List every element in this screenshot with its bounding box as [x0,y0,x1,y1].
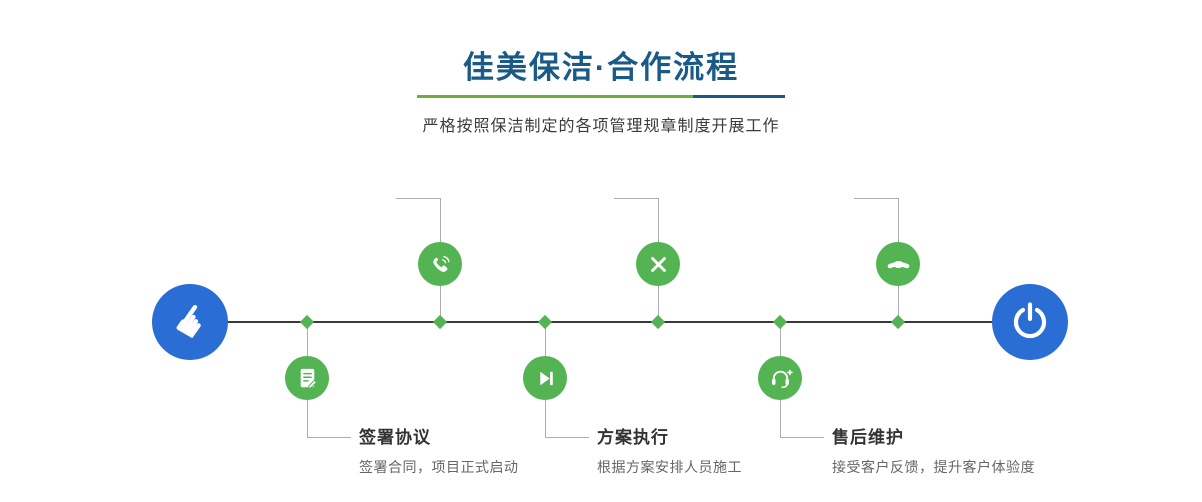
step-icon-circle [523,356,567,400]
connector-diamond [890,314,906,330]
play-icon [539,371,553,385]
step-texts: 签署协议 签署合同，项目正式启动 [359,428,519,477]
handshake-icon [887,260,909,268]
step-title: 方案执行 [597,428,669,447]
phone-icon [432,255,450,272]
connector-diamond [432,314,448,330]
step-icon-circle [758,356,802,400]
step-desc: 根据方案安排人员施工 [597,459,742,475]
step-icon-circle [418,242,462,286]
power-icon [1013,302,1047,339]
step-desc: 接受客户反馈，提升客户体验度 [832,459,1035,475]
timeline-start-node: ☛ [152,284,228,360]
connector-line [854,198,898,199]
page-subtitle: 严格按照保洁制定的各项管理规章制度开展工作 [422,118,780,135]
connector-line [780,437,824,438]
step-texts: 售后维护 接受客户反馈，提升客户体验度 [832,428,1035,477]
step-desc: 签署合同，项目正式启动 [359,459,519,475]
timeline-end-node [992,284,1068,360]
step-icon-circle [285,356,329,400]
connector-line [307,437,351,438]
connector-diamond [299,314,315,330]
underline-blue-segment [693,95,785,98]
page-title: 佳美保洁·合作流程 [462,50,740,85]
step-icon-circle [876,242,920,286]
connector-diamond [772,314,788,330]
connector-diamond [650,314,666,330]
timeline-line [190,321,1030,323]
design-tools-icon [650,256,666,272]
step-title: 签署协议 [359,428,431,447]
step-icon-circle [636,242,680,286]
step-texts: 方案执行 根据方案安排人员施工 [597,428,742,477]
step-title: 售后维护 [832,428,904,447]
connector-line [545,437,589,438]
contract-icon [300,368,317,389]
underline-green-segment [417,95,693,98]
connector-line [614,198,658,199]
headset-icon [771,369,793,388]
connector-line [396,198,440,199]
title-underline [417,95,785,98]
connector-diamond [537,314,553,330]
pointing-hand-icon: ☛ [162,292,223,351]
